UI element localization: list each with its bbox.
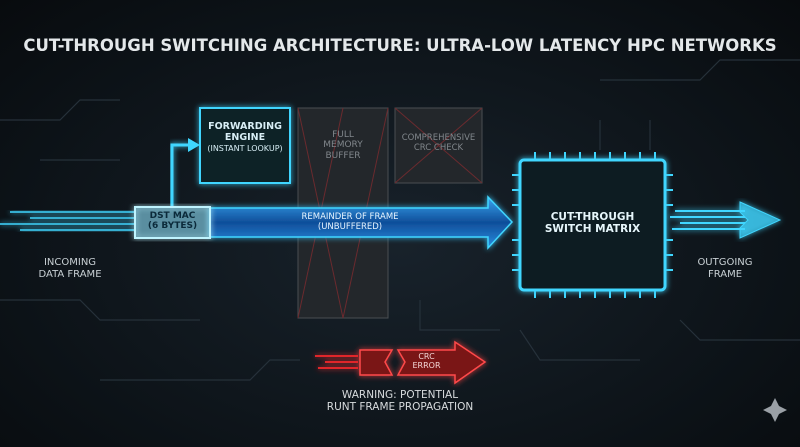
- mb-line-2: MEMORY: [323, 140, 363, 151]
- dst-mac-line-1: DST MAC: [149, 211, 196, 221]
- incoming-stream: [0, 211, 135, 231]
- outgoing-arrow: [670, 201, 782, 239]
- incoming-line-1: INCOMING: [43, 257, 97, 268]
- outgoing-line-2: FRAME: [707, 268, 743, 280]
- warning-line-2: RUNT FRAME PROPAGATION: [326, 401, 474, 414]
- crc-line-1: COMPREHENSIVE: [401, 133, 476, 143]
- page-title: CUT-THROUGH SWITCHING ARCHITECTURE: ULTR…: [23, 36, 777, 55]
- forwarding-engine-box: [199, 107, 291, 184]
- remainder-label: REMAINDER OF FRAME(UNBUFFERED): [250, 212, 450, 233]
- fe-line-1: FORWARDING: [208, 121, 282, 132]
- remainder-line-2: (UNBUFFERED): [317, 221, 383, 232]
- dst-mac-box: [134, 206, 211, 239]
- dst-mac-line-2: (6 BYTES): [147, 221, 198, 232]
- circuit-traces: [0, 59, 800, 381]
- crc-line-2: CRC CHECK: [413, 142, 464, 153]
- mb-line-3: BUFFER: [325, 150, 361, 161]
- mb-line-1: FULL: [332, 130, 354, 140]
- crc-error-arrow: [315, 340, 487, 385]
- remainder-line-1: REMAINDER OF FRAME: [301, 212, 399, 222]
- remainder-arrow: [209, 195, 514, 250]
- crc-cross-icon: [394, 107, 483, 184]
- dst-mac-label: DST MAC(6 BYTES): [135, 211, 210, 232]
- lookup-arrowhead: [188, 138, 200, 152]
- outgoing-line-1: OUTGOING: [697, 257, 753, 268]
- incoming-line-2: DATA FRAME: [38, 268, 102, 280]
- switch-matrix-chip: [512, 152, 673, 298]
- lookup-arrow: [170, 143, 190, 207]
- sparkle-icon: [763, 398, 787, 422]
- fe-line-3: (INSTANT LOOKUP): [207, 143, 283, 153]
- fe-line-2: ENGINE: [224, 131, 266, 143]
- crc-error-line-2: ERROR: [412, 361, 441, 371]
- sm-line-1: CUT-THROUGH: [550, 211, 635, 223]
- warning-line-1: WARNING: POTENTIAL: [341, 389, 459, 401]
- sm-line-2: SWITCH MATRIX: [544, 223, 641, 236]
- crc-error-line-1: CRC: [418, 352, 435, 361]
